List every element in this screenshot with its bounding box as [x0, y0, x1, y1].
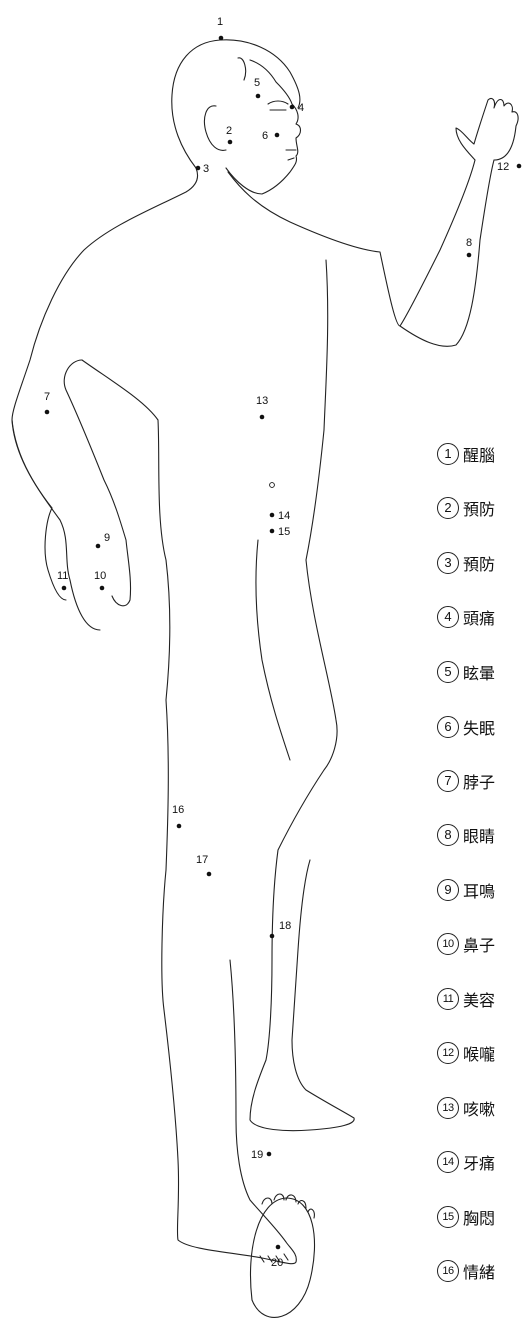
acupoint-18-label: 18: [279, 920, 291, 932]
legend-number: 4: [437, 606, 459, 628]
acupoint-10: 10: [94, 570, 106, 590]
acupoint-10-label: 10: [94, 570, 106, 582]
acupoint-2: 2: [226, 125, 232, 144]
legend-text: 牙痛: [463, 1150, 495, 1174]
lower-arm-outline: [12, 360, 131, 630]
legend-text: 胸悶: [463, 1205, 495, 1229]
legend-number: 16: [437, 1260, 459, 1282]
acupoint-19-label: 19: [251, 1149, 263, 1161]
legend-item: 7 脖子: [437, 769, 495, 793]
acupoint-17-label: 17: [196, 854, 208, 866]
legend-item: 11 美容: [437, 987, 495, 1011]
acupoint-1: 1: [217, 16, 223, 40]
legend-number: 9: [437, 879, 459, 901]
legend-text: 預防: [463, 551, 495, 575]
acupoint-20-label: 20: [271, 1257, 283, 1269]
acupoint-16: 16: [172, 804, 184, 828]
acupoint-8: 8: [466, 237, 472, 257]
legend-item: 8 眼睛: [437, 823, 495, 847]
legend-text: 喉嚨: [463, 1041, 495, 1065]
legend-number: 10: [437, 933, 459, 955]
legend-text: 美容: [463, 987, 495, 1011]
legend-item: 6 失眠: [437, 715, 495, 739]
legend-item: 16 情緒: [437, 1259, 495, 1283]
acupoint-14-label: 14: [278, 510, 290, 522]
acupoint-8-label: 8: [466, 237, 472, 249]
legend-item: 15 胸悶: [437, 1205, 495, 1229]
navel-mark: [270, 483, 275, 488]
legend-number: 11: [437, 988, 459, 1010]
legend-item: 9 耳鳴: [437, 878, 495, 902]
acupoint-14: 14: [270, 510, 291, 522]
legend-text: 失眠: [463, 715, 495, 739]
acupoint-13: 13: [256, 395, 268, 419]
ear-outline: [204, 106, 226, 151]
legend-item: 5 眩暈: [437, 660, 495, 684]
acupoint-9: 9: [96, 532, 110, 548]
acupoint-4-label: 4: [298, 102, 304, 114]
acupoint-6: 6: [262, 130, 279, 142]
acupoint-2-label: 2: [226, 125, 232, 137]
acupoint-12-label: 12: [497, 161, 509, 173]
legend-item: 1 醒腦: [437, 442, 495, 466]
acupoint-20: 20: [271, 1245, 283, 1269]
legend-number: 8: [437, 824, 459, 846]
legend-number: 3: [437, 552, 459, 574]
legend-number: 15: [437, 1206, 459, 1228]
acupoint-9-label: 9: [104, 532, 110, 544]
raised-hand-outline: [456, 98, 518, 160]
acupoint-11-label: 11: [57, 570, 68, 582]
acupoint-16-label: 16: [172, 804, 184, 816]
legend-text: 頭痛: [463, 605, 495, 629]
legend-number: 1: [437, 443, 459, 465]
legend-item: 4 頭痛: [437, 605, 495, 629]
legend-text: 脖子: [463, 769, 495, 793]
legend-item: 10 鼻子: [437, 932, 495, 956]
legend-text: 預防: [463, 496, 495, 520]
eye-mark: [268, 101, 288, 110]
acupoint-12: 12: [497, 161, 521, 173]
legend-item: 2 預防: [437, 496, 495, 520]
acupoint-11: 11: [57, 570, 68, 590]
legend-item: 13 咳嗽: [437, 1096, 495, 1120]
acupoint-3-label: 3: [203, 163, 209, 175]
acupoint-1-label: 1: [217, 16, 223, 28]
legend-text: 鼻子: [463, 932, 495, 956]
legend-number: 2: [437, 497, 459, 519]
torso-outline: [12, 160, 494, 508]
acupoint-15-label: 15: [278, 526, 290, 538]
legend-item: 3 預防: [437, 551, 495, 575]
legend-text: 咳嗽: [463, 1096, 495, 1120]
acupoint-17: 17: [196, 854, 211, 876]
torso-side-outline: [82, 260, 328, 700]
legend-number: 7: [437, 770, 459, 792]
acupoint-19: 19: [251, 1149, 271, 1161]
legend-text: 眩暈: [463, 660, 495, 684]
acupoint-7-label: 7: [44, 391, 50, 403]
legend-number: 12: [437, 1042, 459, 1064]
legend-item: 12 喉嚨: [437, 1041, 495, 1065]
acupoint-7: 7: [44, 391, 50, 414]
legend-text: 眼睛: [463, 823, 495, 847]
legend-number: 13: [437, 1097, 459, 1119]
acupoint-5: 5: [254, 77, 260, 98]
legend-number: 6: [437, 716, 459, 738]
legend-number: 14: [437, 1151, 459, 1173]
acupoint-6-label: 6: [262, 130, 268, 142]
acupoint-15: 15: [270, 526, 291, 538]
legend-item: 14 牙痛: [437, 1150, 495, 1174]
mouth-mark: [286, 150, 296, 160]
acupoint-5-label: 5: [254, 77, 260, 89]
head-outline: [172, 40, 301, 194]
legend-text: 情緒: [463, 1259, 495, 1283]
legend-text: 醒腦: [463, 442, 495, 466]
acupoint-13-label: 13: [256, 395, 268, 407]
legend-number: 5: [437, 661, 459, 683]
legend-text: 耳鳴: [463, 878, 495, 902]
